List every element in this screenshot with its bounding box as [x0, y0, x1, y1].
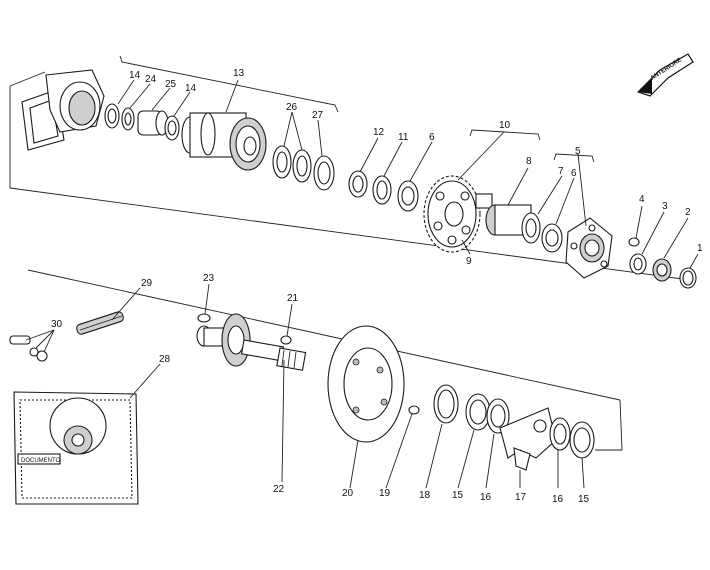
callout-25: 25: [165, 79, 177, 90]
bearing-16b: [549, 417, 571, 451]
flange-5: [565, 217, 613, 279]
callout-7: 7: [558, 166, 564, 177]
decal-label: DOCUMENTO: [21, 458, 61, 464]
nut-2: [652, 258, 672, 282]
callout-21: 21: [287, 293, 299, 304]
rings-26: [272, 145, 312, 183]
callout-29: 29: [141, 278, 153, 289]
decal-28: DOCUMENTO: [13, 391, 139, 505]
callout-18: 18: [419, 490, 431, 501]
washer-6a: [397, 180, 419, 212]
callout-2: 2: [685, 207, 691, 218]
bearing-16a: [486, 398, 510, 434]
seal-15a: [465, 393, 491, 431]
callout-14-left: 14: [129, 70, 141, 81]
callout-24: 24: [145, 74, 157, 85]
callout-26: 26: [286, 102, 298, 113]
chain-29: [76, 311, 124, 335]
callout-10: 10: [499, 120, 511, 131]
callout-23: 23: [203, 273, 215, 284]
front-direction-arrow: ANTERIORE: [636, 53, 694, 97]
leader-lines: [25, 55, 699, 489]
callout-14-right: 14: [185, 83, 197, 94]
callout-15-left: 15: [452, 490, 464, 501]
callout-16-left: 16: [480, 492, 492, 503]
callout-11: 11: [398, 132, 409, 143]
seal-15b: [569, 421, 595, 459]
callout-6-top: 6: [429, 132, 435, 143]
bolt-19: [408, 405, 420, 415]
callout-13: 13: [233, 68, 245, 79]
caliper-bracket-17: [499, 407, 557, 471]
bearing-left: [104, 103, 120, 129]
callout-19: 19: [379, 488, 391, 499]
washer-12: [348, 170, 368, 198]
callout-3: 3: [662, 201, 668, 212]
bush-25: [137, 110, 169, 136]
washer-6b: [541, 223, 563, 253]
callout-20: 20: [342, 488, 354, 499]
callout-27: 27: [312, 110, 324, 121]
washer-11: [372, 175, 392, 205]
callout-labels: 13 14 24 25 14 26 27 12 11 6 10 8 7 6 5 …: [51, 68, 703, 505]
ring-27: [313, 155, 335, 191]
bolt-21: [280, 335, 292, 345]
circlip-1: [679, 267, 697, 289]
brake-disc-20: [327, 325, 405, 443]
axle-hub-22: [196, 313, 307, 371]
spacer-24: [121, 107, 135, 131]
cush-drive-hub-13: [181, 112, 267, 171]
circlip-18: [433, 384, 459, 424]
rear-sprocket-9: [423, 175, 481, 253]
callout-16-right: 16: [552, 494, 564, 505]
washer-3: [629, 253, 647, 275]
hub-housing: [21, 69, 105, 151]
bolt-23: [197, 313, 211, 323]
callout-5: 5: [575, 146, 581, 157]
callout-12: 12: [373, 127, 385, 138]
callout-22: 22: [273, 484, 285, 495]
callout-30: 30: [51, 319, 63, 330]
bearing-right: [164, 115, 180, 141]
callout-8: 8: [526, 156, 532, 167]
callout-28: 28: [159, 354, 171, 365]
callout-17: 17: [515, 492, 527, 503]
chain-links-30: [9, 335, 48, 362]
screw-4: [628, 237, 640, 247]
callout-6-right: 6: [571, 168, 577, 179]
callout-9: 9: [466, 256, 472, 267]
callout-4: 4: [639, 194, 645, 205]
callout-15-right: 15: [578, 494, 590, 505]
sprocket-carrier-8: [475, 193, 541, 244]
callout-1: 1: [697, 243, 703, 254]
